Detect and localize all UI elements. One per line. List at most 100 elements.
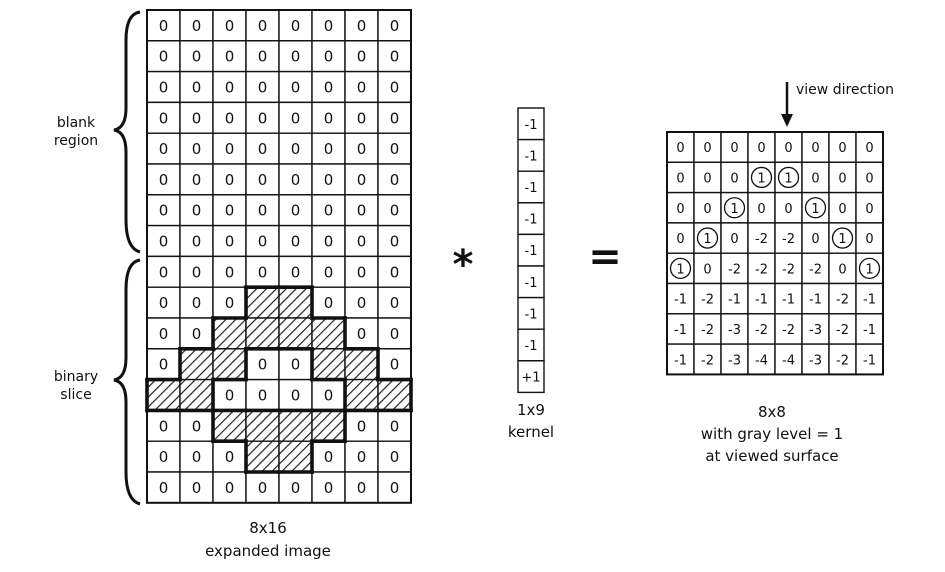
kernel-column: -1-1-1-1-1-1-1-1+1 [517, 107, 545, 394]
expanded-cell: 0 [146, 224, 181, 258]
svg-text:0: 0 [159, 417, 169, 435]
expanded-cell: 0 [311, 40, 346, 73]
result-caption-size: 8x8 [758, 403, 786, 421]
svg-text:0: 0 [676, 202, 684, 217]
expanded-cell: 0 [344, 9, 379, 42]
kernel-caption-name: kernel [508, 423, 554, 441]
expanded-cell: 0 [212, 255, 247, 288]
kernel-cell: +1 [517, 360, 545, 394]
expanded-cell: 0 [146, 440, 181, 473]
expanded-cell [311, 317, 346, 350]
svg-text:1: 1 [838, 232, 846, 247]
expanded-cell: 0 [146, 471, 181, 504]
svg-text:0: 0 [291, 17, 301, 35]
svg-text:0: 0 [703, 262, 711, 277]
svg-text:0: 0 [192, 202, 202, 220]
expanded-cell: 0 [146, 255, 181, 288]
svg-text:0: 0 [390, 263, 400, 281]
svg-text:-1: -1 [525, 149, 538, 164]
svg-text:0: 0 [258, 263, 268, 281]
expanded-cell: 0 [212, 286, 247, 319]
result-cell: -2 [747, 222, 776, 254]
expanded-cell: 0 [245, 255, 280, 288]
svg-text:0: 0 [357, 294, 367, 312]
svg-text:0: 0 [390, 79, 400, 97]
expanded-cell [278, 440, 313, 473]
expanded-cell: 0 [311, 286, 346, 319]
svg-text:0: 0 [291, 479, 301, 497]
expanded-cell: 0 [245, 224, 280, 258]
svg-text:0: 0 [357, 79, 367, 97]
svg-text:0: 0 [225, 109, 235, 127]
svg-text:1: 1 [757, 171, 765, 186]
svg-text:0: 0 [159, 79, 169, 97]
svg-text:0: 0 [291, 140, 301, 158]
expanded-cell: 0 [377, 440, 412, 473]
expanded-cell: 0 [344, 440, 379, 473]
expanded-cell [179, 348, 214, 381]
svg-text:0: 0 [258, 356, 268, 374]
svg-text:0: 0 [159, 109, 169, 127]
svg-text:-2: -2 [782, 232, 795, 247]
svg-text:0: 0 [676, 141, 684, 156]
result-cell: 0 [801, 131, 830, 163]
result-cell: 0 [855, 131, 884, 163]
svg-text:0: 0 [192, 48, 202, 66]
result-cell: -3 [720, 313, 749, 345]
svg-text:0: 0 [390, 171, 400, 189]
svg-text:0: 0 [784, 202, 792, 217]
svg-text:0: 0 [324, 233, 334, 251]
expanded-cell: 0 [245, 40, 280, 73]
svg-text:-1: -1 [525, 276, 538, 291]
svg-text:0: 0 [225, 448, 235, 466]
svg-text:-1: -1 [863, 293, 876, 308]
svg-text:0: 0 [390, 448, 400, 466]
svg-text:-2: -2 [755, 323, 768, 338]
expanded-cell: 0 [278, 163, 313, 196]
expanded-cell [278, 286, 313, 319]
svg-text:0: 0 [324, 387, 334, 405]
svg-text:0: 0 [225, 387, 235, 405]
svg-text:0: 0 [357, 479, 367, 497]
svg-text:0: 0 [324, 140, 334, 158]
expanded-cell: 0 [344, 132, 379, 165]
expanded-cell: 0 [146, 163, 181, 196]
result-cell: 0 [693, 191, 722, 224]
result-cell: -1 [801, 282, 830, 315]
svg-text:-2: -2 [782, 323, 795, 338]
blank-region-brace [113, 10, 141, 254]
svg-text:0: 0 [865, 141, 873, 156]
svg-text:0: 0 [730, 232, 738, 247]
svg-text:0: 0 [258, 479, 268, 497]
kernel-cell: -1 [517, 107, 545, 141]
binary-slice-label-line-2: slice [60, 387, 91, 403]
svg-text:0: 0 [324, 171, 334, 189]
result-cell: -1 [855, 343, 884, 376]
result-cell: -2 [747, 313, 776, 345]
svg-text:0: 0 [811, 232, 819, 247]
svg-text:-2: -2 [728, 262, 741, 277]
svg-text:0: 0 [258, 171, 268, 189]
result-cell: -1 [855, 282, 884, 315]
result-cell: 0 [720, 161, 749, 194]
expanded-cell: 0 [179, 101, 214, 134]
svg-text:0: 0 [192, 325, 202, 343]
svg-text:0: 0 [159, 325, 169, 343]
svg-text:0: 0 [838, 141, 846, 156]
expanded-cell: 0 [146, 70, 181, 104]
expanded-cell: 0 [377, 286, 412, 319]
svg-text:1: 1 [676, 262, 684, 277]
expanded-cell: 0 [311, 255, 346, 288]
result-cell: 0 [828, 131, 857, 163]
svg-text:0: 0 [865, 202, 873, 217]
expanded-cell: 0 [377, 317, 412, 350]
svg-text:0: 0 [291, 356, 301, 374]
result-cell: 0 [828, 161, 857, 194]
expanded-cell: 0 [311, 101, 346, 134]
expanded-cell: 0 [344, 101, 379, 134]
svg-text:0: 0 [225, 202, 235, 220]
svg-text:0: 0 [390, 356, 400, 374]
expanded-cell: 0 [179, 70, 214, 104]
expanded-cell: 0 [377, 348, 412, 381]
